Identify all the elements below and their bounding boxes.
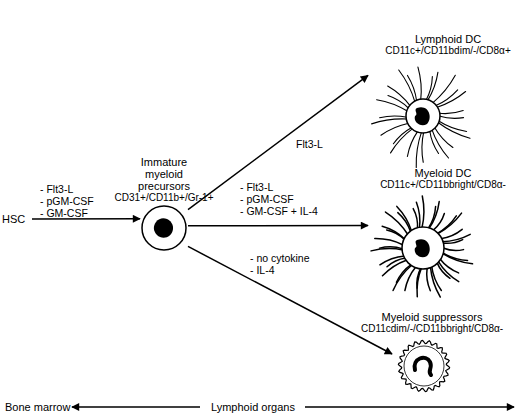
cytokine-label: - no cytokine <box>250 252 310 264</box>
dendrite <box>388 96 409 109</box>
dendrite <box>437 92 466 108</box>
cell-name: Myeloid DC <box>380 167 506 179</box>
dendrite <box>438 261 459 282</box>
cytokine-label: - IL-4 <box>250 264 275 276</box>
dendrite <box>442 234 470 241</box>
marker-phenotype: CD11c+/CD11bbright/CD8α- <box>380 179 506 191</box>
dendrite <box>393 127 411 143</box>
cell-name: Lymphoid DC <box>385 33 510 45</box>
dendrite <box>434 127 452 147</box>
cytokine-label: - Flt3-L <box>40 183 73 195</box>
dendrite <box>441 229 463 238</box>
dendrite <box>438 122 470 138</box>
dendrite <box>427 268 431 291</box>
dendrite <box>432 129 449 158</box>
nucleus <box>415 358 431 375</box>
cell-name: HSC <box>2 210 32 228</box>
cell-body <box>142 206 186 250</box>
cell-node: Lymphoid DCCD11c+/CD11bdim/-/CD8α+ <box>368 58 478 174</box>
dendrite <box>382 226 405 239</box>
dendrite <box>382 260 406 276</box>
cytokine-label: - GM-CSF <box>40 207 88 219</box>
region-label: Lymphoid organs <box>211 401 295 413</box>
nucleus <box>415 107 430 125</box>
arrow-connector <box>188 225 368 227</box>
dendrite <box>380 116 407 118</box>
nucleus <box>154 218 173 237</box>
cell-heading: Myeloid suppressorsCD11cdim/-/CD11bbrigh… <box>361 311 503 335</box>
cell-node: Myeloid DCCD11c+/CD11bbright/CD8α- <box>368 192 478 304</box>
dendrite <box>372 119 408 124</box>
cell-body <box>398 340 449 391</box>
cytokine-label: - Flt3-L <box>240 181 273 193</box>
dendrite <box>442 240 462 244</box>
cell-name: Myeloid suppressors <box>361 311 503 323</box>
dendrite <box>417 268 421 288</box>
marker-phenotype: CD11c+/CD11bdim/-/CD8α+ <box>385 45 510 57</box>
dendrite <box>391 128 413 152</box>
direction-arrow <box>72 406 200 408</box>
region-label: Bone marrow <box>5 401 70 413</box>
dendrite <box>443 248 464 250</box>
dendrite <box>442 253 472 264</box>
dendrite <box>380 247 403 249</box>
cytokine-label: - pGM-CSF <box>40 195 94 207</box>
dendrite <box>407 131 417 156</box>
cell-body <box>402 227 444 269</box>
dendrite <box>422 132 424 162</box>
dendrite <box>430 131 439 154</box>
dendrite <box>437 213 461 234</box>
dendrite <box>377 100 408 112</box>
dendrite <box>416 202 419 228</box>
cell-body <box>406 99 440 133</box>
cell-membrane <box>404 346 444 386</box>
source-label: HSC <box>2 210 32 228</box>
dendrite <box>437 262 450 278</box>
cell-node: Myeloid suppressorsCD11cdim/-/CD11bbrigh… <box>392 336 456 396</box>
dendrite <box>439 116 464 118</box>
cell-heading: Lymphoid DCCD11c+/CD11bdim/-/CD8α+ <box>385 33 510 57</box>
dendrite <box>388 86 411 106</box>
direction-arrow <box>305 406 514 408</box>
dendrite <box>417 268 421 297</box>
dendrite <box>430 267 440 297</box>
dendrite <box>413 209 417 229</box>
cell-drawing <box>368 192 478 304</box>
arrow-connector <box>188 246 392 354</box>
cell-drawing <box>140 205 188 251</box>
dendrite <box>375 239 403 245</box>
cytokine-label: - GM-CSF + IL-4 <box>240 205 318 217</box>
dendrite <box>433 214 445 231</box>
dendrite <box>371 249 403 251</box>
cell-drawing <box>368 58 478 174</box>
cell-drawing <box>392 336 456 396</box>
dendrite <box>397 206 412 231</box>
dendrite <box>437 216 456 234</box>
dendrite <box>408 75 417 101</box>
nucleus <box>415 239 430 257</box>
dendrite <box>422 196 424 228</box>
cell-heading: Immature myeloid precursorsCD31+/CD11b+/… <box>114 156 213 204</box>
dendrite <box>439 110 463 113</box>
cell-heading: Myeloid DCCD11c+/CD11bbright/CD8α- <box>380 167 506 191</box>
dendrite <box>432 75 455 103</box>
dendrite <box>428 72 438 100</box>
dendrite <box>381 123 409 135</box>
edge-label: Flt3-L <box>296 138 323 150</box>
arrow-connector <box>188 75 368 209</box>
marker-phenotype: CD11cdim/-/CD11bbright/CD8α- <box>361 323 503 335</box>
cell-name: Immature myeloid precursors <box>128 156 200 192</box>
cytokine-label: - pGM-CSF <box>240 193 294 205</box>
dendrite <box>393 265 412 291</box>
dendrite <box>396 264 411 282</box>
cell-node: Immature myeloid precursorsCD31+/CD11b+/… <box>140 205 188 251</box>
dendrite <box>416 132 421 168</box>
dendrite <box>380 256 405 265</box>
dendrite <box>418 67 421 100</box>
marker-phenotype: CD31+/CD11b+/Gr-1+ <box>114 192 213 204</box>
